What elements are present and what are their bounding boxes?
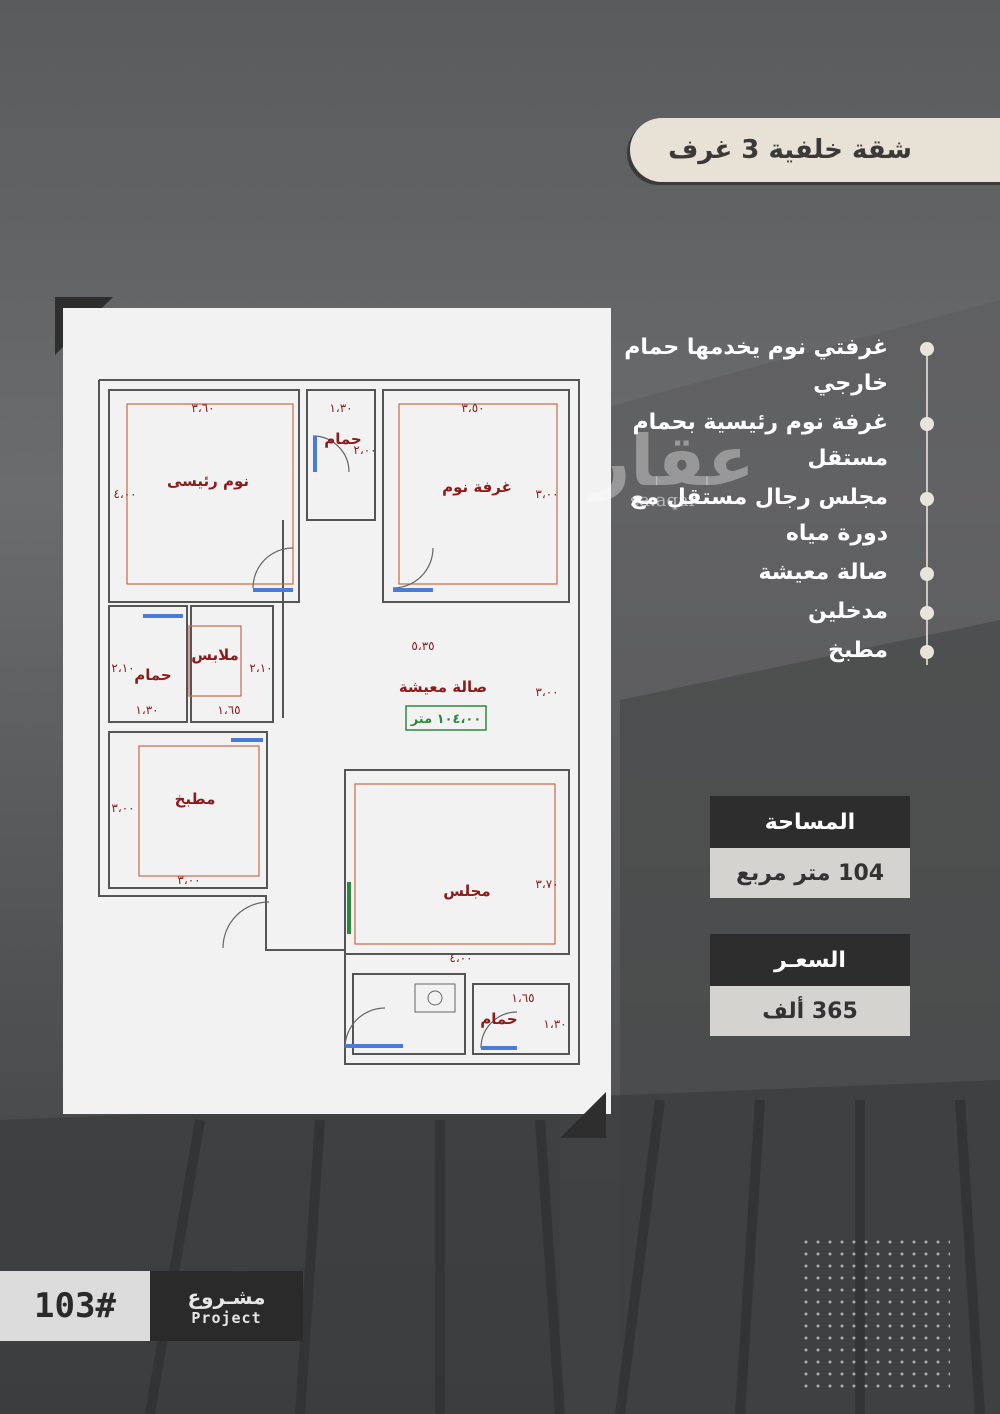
dim-bedroom-h: ٣،٠٠: [535, 487, 558, 501]
dim-majlis-w: ٤،٠٠: [449, 951, 472, 965]
feature-item: مجلس رجال مستقل مع دورة مياه: [620, 480, 940, 552]
room-closet: ملابس: [191, 646, 239, 664]
dim-master-h: ٤،٠٠: [113, 487, 136, 501]
project-number: 103#: [0, 1271, 150, 1341]
dim-kitchen-h: ٣،٠٠: [111, 801, 134, 815]
dim-master-w: ٣،٦٠: [191, 401, 214, 415]
feature-item: مدخلين: [620, 594, 940, 630]
dim-kitchen-w: ٣،٠٠: [177, 873, 200, 887]
floor-plan: نوم رئيسى حمام غرفة نوم ملابس حمام صالة …: [98, 379, 580, 1065]
feature-item: غرفتي نوم يخدمها حمام خارجي: [620, 330, 940, 402]
dim-bath-top-h: ٢،٠٠: [353, 443, 376, 457]
room-bedroom: غرفة نوم: [442, 478, 512, 496]
watermark-url: sa.aqar: [630, 490, 698, 511]
feature-item: صالة معيشة: [620, 555, 940, 591]
bullet-icon: [920, 417, 934, 431]
bullet-icon: [920, 567, 934, 581]
dot-pattern-decor: [800, 1236, 950, 1396]
dim-bath-top-w: ١،٣٠: [329, 401, 352, 415]
dim-closet-h: ٢،١٠: [249, 661, 272, 675]
dim-living-h: ٣،٠٠: [535, 685, 558, 699]
bullet-icon: [920, 342, 934, 356]
dim-bedroom-w: ٣،٥٠: [461, 401, 484, 415]
project-label-en: Project: [191, 1309, 262, 1327]
floor-plan-card: نوم رئيسى حمام غرفة نوم ملابس حمام صالة …: [63, 308, 611, 1114]
dim-bath-left-h: ٢،١٠: [111, 661, 134, 675]
feature-item: غرفة نوم رئيسية بحمام مستقل: [620, 405, 940, 477]
dim-living-w: ٥،٣٥: [411, 639, 434, 653]
area-value: 104 متر مربع: [710, 848, 910, 898]
bullet-icon: [920, 606, 934, 620]
dim-bath-bottom-w: ١،٦٥: [511, 991, 534, 1005]
page-title: شقة خلفية 3 غرف: [668, 135, 912, 165]
project-label-ar: مشـروع: [187, 1285, 266, 1309]
room-bathroom-top: حمام: [324, 430, 362, 448]
dim-closet-w: ١،٦٥: [217, 703, 240, 717]
dim-majlis-h: ٣،٧٠: [535, 877, 558, 891]
dim-bath-left-w: ١،٣٠: [135, 703, 158, 717]
title-banner: شقة خلفية 3 غرف: [630, 118, 1000, 182]
watermark-logo: عقار: [590, 420, 755, 502]
bullet-icon: [920, 492, 934, 506]
bullet-icon: [920, 645, 934, 659]
living-area-label: ١٠٤،٠٠ متر: [410, 712, 482, 727]
project-label: مشـروع Project: [150, 1271, 303, 1341]
room-living: صالة معيشة: [399, 678, 487, 696]
room-master-bedroom: نوم رئيسى: [167, 472, 249, 490]
price-value: 365 ألف: [710, 986, 910, 1036]
room-majlis: مجلس: [443, 882, 490, 900]
room-bathroom-bottom: حمام: [480, 1010, 518, 1028]
features-list: غرفتي نوم يخدمها حمام خارجي غرفة نوم رئي…: [620, 330, 940, 672]
plan-corner-decor-bottom: [560, 1092, 606, 1138]
dim-bath-bottom-h: ١،٣٠: [543, 1017, 566, 1031]
room-bathroom-left: حمام: [134, 666, 172, 684]
feature-item: مطبخ: [620, 633, 940, 669]
area-label: المساحة: [710, 796, 910, 848]
price-label: السعـر: [710, 934, 910, 986]
room-kitchen: مطبخ: [175, 790, 216, 808]
